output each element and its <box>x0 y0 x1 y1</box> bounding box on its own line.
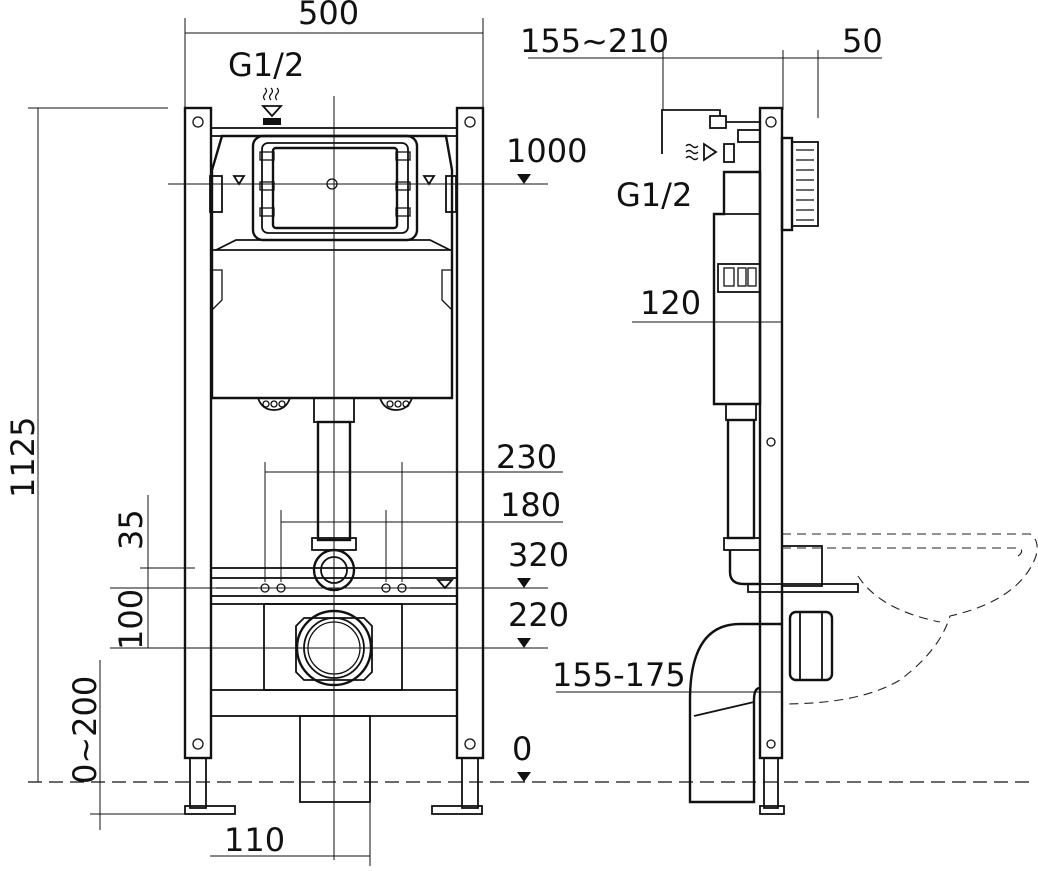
outlet-110-label: 110 <box>224 821 285 859</box>
foot-range-label: 0~200 <box>66 676 104 784</box>
cistern-120-label: 120 <box>640 284 701 322</box>
dim-height-1125: 1125 <box>4 107 168 782</box>
bend-range-label: 155-175 <box>552 656 686 694</box>
spacing-180-label: 180 <box>500 486 561 524</box>
wc-bowl-outline <box>781 533 1038 705</box>
dim-offset-35: 35 100 <box>112 495 195 650</box>
front-view: 500 G1/2 1125 <box>4 0 1030 866</box>
water-supply-icon <box>260 87 284 125</box>
level-320-marker <box>517 578 531 588</box>
level-220-label: 220 <box>508 596 569 634</box>
side-supply-label: G1/2 <box>616 176 692 214</box>
side-view: 155~210 50 G1/2 <box>520 22 1038 815</box>
dim-outlet-110: 110 <box>210 802 371 866</box>
spacing-230-label: 230 <box>496 438 557 476</box>
cistern-body <box>210 134 454 400</box>
depth-range-label: 155~210 <box>520 22 669 60</box>
frame-post-right <box>455 106 485 760</box>
width-label: 500 <box>298 0 359 32</box>
side-frame-post <box>758 106 784 760</box>
side-water-supply-icon <box>685 142 735 163</box>
depth-50-label: 50 <box>842 22 883 60</box>
level-0-marker <box>517 772 531 782</box>
dim-depth-range: 155~210 50 <box>520 22 883 118</box>
level-0-label: 0 <box>512 730 532 768</box>
side-cistern <box>712 170 762 406</box>
level-1000-marker <box>517 174 531 184</box>
front-supply-label: G1/2 <box>228 46 304 84</box>
level-1000-label: 1000 <box>506 132 587 170</box>
offset-100-label: 100 <box>112 589 150 650</box>
dim-width-500: 500 <box>184 0 484 108</box>
frame-post-left <box>183 106 213 760</box>
dim-spacing: 230 180 <box>264 438 563 582</box>
level-320-label: 320 <box>508 536 569 574</box>
height-label: 1125 <box>4 417 42 498</box>
level-220-marker <box>517 638 531 648</box>
offset-35-label: 35 <box>112 509 150 550</box>
dim-foot-range: 0~200 <box>66 660 185 830</box>
